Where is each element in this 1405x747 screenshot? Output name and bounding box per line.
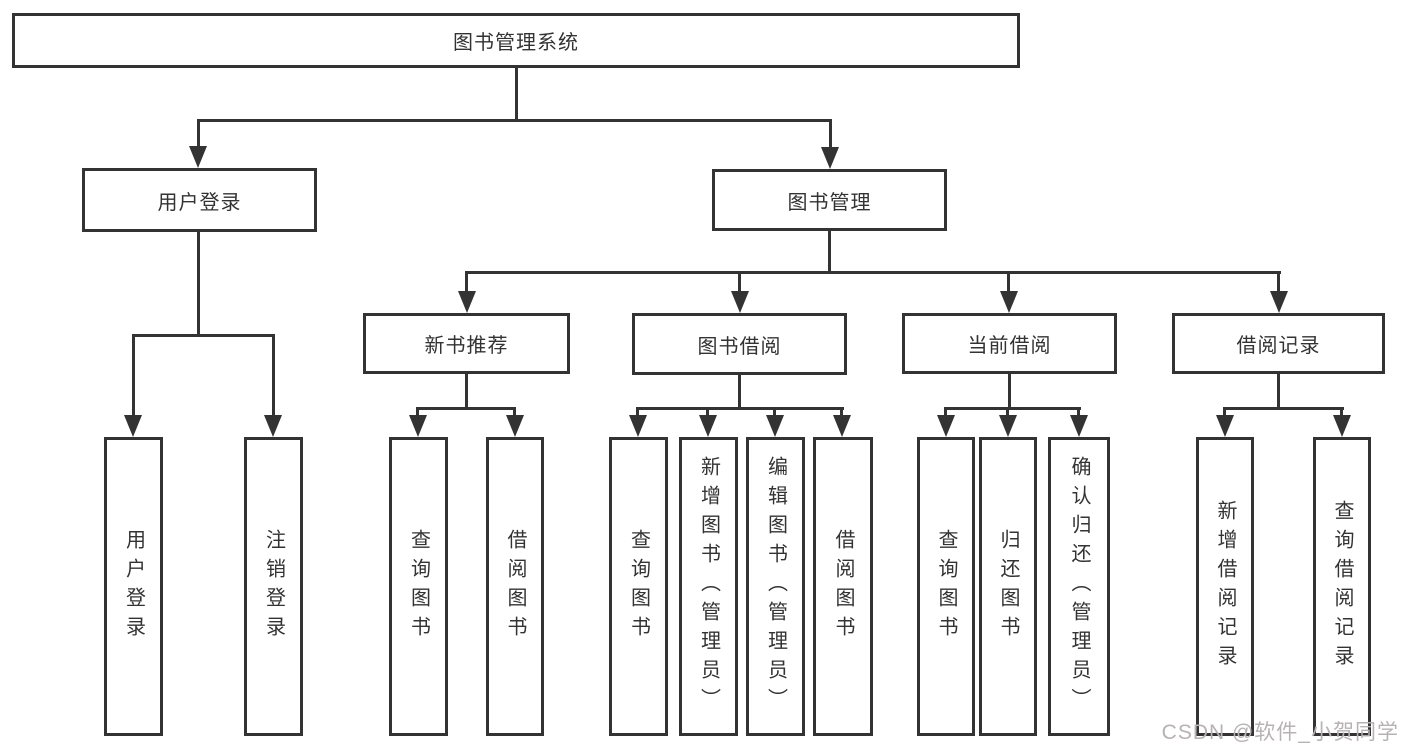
connector-line [1277,271,1280,293]
arrow-down-icon [937,415,955,437]
arrow-down-icon [1333,415,1351,437]
connector-line [1007,271,1010,293]
connector-line [738,271,741,293]
connector-line [197,119,832,122]
leaf-borrow-books-recommend-label: 借阅图书 [504,528,526,645]
leaf-return-book-label: 归还图书 [997,528,1019,645]
node-new-book-recommend: 新书推荐 [363,313,570,374]
leaf-edit-book-admin: 编辑图书（管理员） [746,437,805,736]
arrow-down-icon [409,415,427,437]
connector-line [840,407,843,419]
leaf-confirm-return-admin-label: 确认归还（管理员） [1068,456,1090,717]
connector-line [272,334,275,419]
node-book-borrow: 图书借阅 [632,313,847,375]
connector-line [636,407,639,419]
arrow-down-icon [999,415,1017,437]
leaf-query-books-current-label: 查询图书 [935,528,957,645]
leaf-add-book-admin: 新增图书（管理员） [679,437,738,736]
arrow-down-icon [1216,415,1234,437]
leaf-query-books-borrow-label: 查询图书 [627,528,650,645]
connector-line [132,334,275,337]
node-root-label: 图书管理系统 [453,32,579,54]
leaf-add-borrow-record: 新增借阅记录 [1196,437,1254,736]
arrow-down-icon [821,147,839,169]
leaf-query-books-recommend-label: 查询图书 [407,528,430,645]
leaf-query-books-current: 查询图书 [917,437,975,736]
arrow-down-icon [458,291,476,313]
connector-line [1008,373,1011,409]
connector-line [465,373,468,410]
connector-line [416,407,419,419]
arrow-down-icon [1070,415,1088,437]
connector-line [515,67,518,120]
leaf-query-books-recommend: 查询图书 [389,437,448,736]
arrow-down-icon [629,415,647,437]
connector-line [197,231,200,336]
arrow-down-icon [699,415,717,437]
connector-line [829,119,832,149]
leaf-query-borrow-record: 查询借阅记录 [1313,437,1371,736]
node-current-borrow-label: 当前借阅 [967,335,1052,357]
leaf-query-borrow-record-label: 查询借阅记录 [1331,499,1353,674]
connector-line [945,407,1081,410]
leaf-user-login-label: 用户登录 [122,528,145,645]
leaf-borrow-books-recommend: 借阅图书 [486,437,544,736]
node-book-management-label: 图书管理 [787,191,872,214]
leaf-return-book: 归还图书 [979,437,1037,736]
connector-line [1277,373,1280,409]
csdn-watermark: CSDN @软件_小贺同学 [1161,721,1399,744]
connector-line [132,334,135,419]
leaf-borrow-books: 借阅图书 [813,437,873,736]
leaf-logout: 注销登录 [244,437,303,736]
leaf-logout-label: 注销登录 [262,528,285,645]
node-user-login-label: 用户登录 [157,191,242,214]
connector-line [197,119,200,149]
connector-line [1340,407,1343,419]
connector-line [944,407,947,419]
connector-line [1077,407,1080,419]
connector-line [1006,407,1009,419]
node-book-management: 图书管理 [712,169,947,231]
arrow-down-icon [506,415,524,437]
connector-line [637,407,844,410]
node-new-book-recommend-label: 新书推荐 [424,335,509,357]
leaf-confirm-return-admin: 确认归还（管理员） [1048,437,1110,736]
leaf-user-login: 用户登录 [104,437,163,736]
connector-line [828,230,831,273]
connector-line [773,407,776,419]
connector-line [706,407,709,419]
arrow-down-icon [766,415,784,437]
leaf-add-borrow-record-label: 新增借阅记录 [1214,499,1236,674]
connector-line [1223,407,1226,419]
arrow-down-icon [189,146,207,168]
connector-line [513,407,516,419]
connector-line [465,271,468,293]
arrow-down-icon [1270,291,1288,313]
node-book-borrow-label: 图书借阅 [697,335,782,358]
connector-line [465,271,1281,274]
connector-line [738,374,741,409]
arrow-down-icon [833,415,851,437]
connector-line [1224,407,1344,410]
node-borrow-records-label: 借阅记录 [1236,335,1321,357]
leaf-borrow-books-label: 借阅图书 [832,528,854,645]
leaf-query-books-borrow: 查询图书 [609,437,668,736]
node-current-borrow: 当前借阅 [902,313,1117,374]
node-borrow-records: 借阅记录 [1172,313,1385,374]
arrow-down-icon [124,415,142,437]
leaf-add-book-admin-label: 新增图书（管理员） [697,456,720,717]
arrow-down-icon [1000,291,1018,313]
arrow-down-icon [264,415,282,437]
leaf-edit-book-admin-label: 编辑图书（管理员） [764,456,787,717]
node-user-login: 用户登录 [82,168,317,232]
connector-line [416,407,516,410]
node-root: 图书管理系统 [12,13,1020,68]
arrow-down-icon [731,291,749,313]
